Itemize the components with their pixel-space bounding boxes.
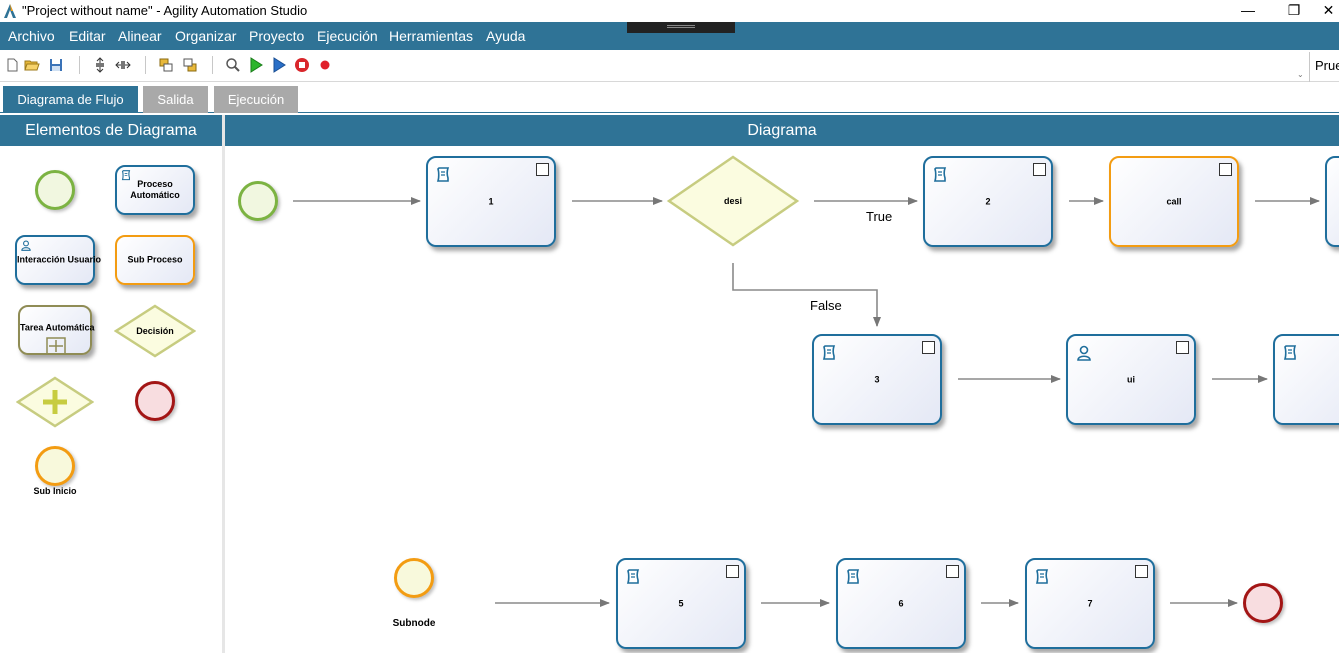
node-checkbox[interactable] — [1219, 163, 1232, 176]
menu-editar[interactable]: Editar — [69, 28, 106, 44]
align-vertical-icon[interactable] — [92, 57, 108, 73]
palette-decision[interactable] — [114, 304, 196, 358]
run-icon[interactable] — [248, 57, 264, 73]
menu-ayuda[interactable]: Ayuda — [486, 28, 526, 44]
script-icon — [626, 569, 640, 584]
palette-start-event[interactable] — [35, 170, 75, 210]
diagram-edges — [293, 197, 1320, 607]
palette-automatic-process[interactable]: Proceso Automático — [115, 165, 195, 215]
menu-ejecucion[interactable]: Ejecución — [317, 28, 378, 44]
title-bar: "Project without name" - Agility Automat… — [0, 0, 1339, 22]
node-checkbox[interactable] — [922, 341, 935, 354]
task-node-5[interactable]: 5 — [616, 558, 746, 649]
toolbar — [0, 50, 1339, 82]
decision-node-desi[interactable] — [666, 155, 800, 249]
tab-ejecucion[interactable]: Ejecución — [214, 86, 298, 113]
edge-label-true: True — [866, 209, 893, 224]
sub-start-label: Subnode — [392, 618, 436, 629]
user-interaction-node-ui[interactable]: ui — [1066, 334, 1196, 425]
run-step-icon[interactable] — [271, 57, 287, 73]
palette-parallel-gateway[interactable] — [16, 376, 94, 428]
node-checkbox[interactable] — [536, 163, 549, 176]
node-label: 3 — [874, 374, 880, 384]
expand-icon — [46, 337, 66, 355]
user-icon — [1077, 345, 1091, 361]
task-node-partial-right[interactable] — [1325, 156, 1339, 247]
palette-end-event[interactable] — [135, 381, 175, 421]
end-event[interactable] — [1243, 583, 1283, 623]
elements-panel-header: Elementos de Diagrama — [0, 115, 222, 146]
stop-icon[interactable] — [294, 57, 310, 73]
palette-label: Tarea Automática — [20, 322, 95, 333]
user-icon — [21, 240, 31, 251]
menu-herramientas[interactable]: Herramientas — [389, 28, 474, 44]
node-label: 5 — [678, 598, 684, 608]
script-icon — [436, 167, 450, 182]
tab-salida[interactable]: Salida — [143, 86, 208, 113]
menu-alinear[interactable]: Alinear — [118, 28, 162, 44]
palette-user-interaction[interactable]: Interacción Usuario — [15, 235, 102, 285]
panel-splitter[interactable] — [222, 115, 225, 653]
node-checkbox[interactable] — [726, 565, 739, 578]
task-node-partial-right-2[interactable] — [1273, 334, 1339, 425]
save-icon[interactable] — [48, 57, 64, 73]
node-label: 7 — [1087, 598, 1093, 608]
sub-start-event[interactable] — [394, 558, 434, 598]
script-icon — [1283, 345, 1297, 360]
node-checkbox[interactable] — [946, 565, 959, 578]
edge-label-false: False — [810, 298, 842, 313]
script-icon — [822, 345, 836, 360]
window-grip[interactable] — [627, 22, 735, 33]
node-checkbox[interactable] — [1135, 565, 1148, 578]
script-icon — [1035, 569, 1049, 584]
node-label: 2 — [985, 196, 991, 206]
node-label: 6 — [898, 598, 904, 608]
palette-sub-start-label: Sub Inicio — [33, 486, 77, 496]
maximize-button[interactable]: ❐ — [1287, 2, 1301, 18]
chevron-down-icon[interactable]: ⌄ — [1297, 70, 1304, 79]
task-node-2[interactable]: 2 — [923, 156, 1053, 247]
tab-diagrama-de-flujo[interactable]: Diagrama de Flujo — [3, 86, 138, 113]
palette-sub-process[interactable]: Sub Proceso — [115, 235, 195, 285]
palette-label: Interacción Usuario — [17, 254, 102, 265]
environment-combo[interactable]: Prue — [1309, 52, 1339, 82]
zoom-icon[interactable] — [225, 57, 241, 73]
task-node-7[interactable]: 7 — [1025, 558, 1155, 649]
node-label: 1 — [488, 196, 494, 206]
node-label: call — [1166, 196, 1182, 206]
bring-front-icon[interactable] — [158, 57, 174, 73]
task-node-3[interactable]: 3 — [812, 334, 942, 425]
script-icon — [121, 170, 131, 181]
minimize-button[interactable]: — — [1241, 2, 1255, 18]
decision-label: desi — [723, 196, 742, 206]
node-checkbox[interactable] — [1176, 341, 1189, 354]
node-checkbox[interactable] — [1033, 163, 1046, 176]
record-icon[interactable] — [317, 57, 333, 73]
menu-archivo[interactable]: Archivo — [8, 28, 55, 44]
palette-sub-start[interactable] — [35, 446, 75, 486]
palette-automatic-task[interactable]: Tarea Automática — [18, 305, 95, 355]
palette-decision-label: Decisión — [136, 326, 174, 336]
start-event[interactable] — [238, 181, 278, 221]
new-file-icon[interactable] — [4, 57, 20, 73]
align-horizontal-icon[interactable] — [115, 57, 131, 73]
menu-organizar[interactable]: Organizar — [175, 28, 237, 44]
tab-strip: Diagrama de Flujo Salida Ejecución — [0, 82, 1339, 113]
menu-proyecto[interactable]: Proyecto — [249, 28, 305, 44]
script-icon — [933, 167, 947, 182]
node-label: ui — [1127, 374, 1135, 384]
edge-desi-3 — [732, 263, 881, 327]
agility-logo-icon — [4, 4, 16, 18]
palette-label: Sub Proceso — [127, 254, 183, 265]
task-node-6[interactable]: 6 — [836, 558, 966, 649]
window-title: "Project without name" - Agility Automat… — [22, 3, 308, 18]
task-node-1[interactable]: 1 — [426, 156, 556, 247]
script-icon — [846, 569, 860, 584]
diagram-panel-header: Diagrama — [225, 115, 1339, 146]
open-folder-icon[interactable] — [24, 57, 40, 73]
close-button[interactable]: ✕ — [1322, 2, 1335, 18]
send-back-icon[interactable] — [182, 57, 198, 73]
subprocess-node-call[interactable]: call — [1109, 156, 1239, 247]
palette-label: Proceso Automático — [130, 179, 180, 200]
